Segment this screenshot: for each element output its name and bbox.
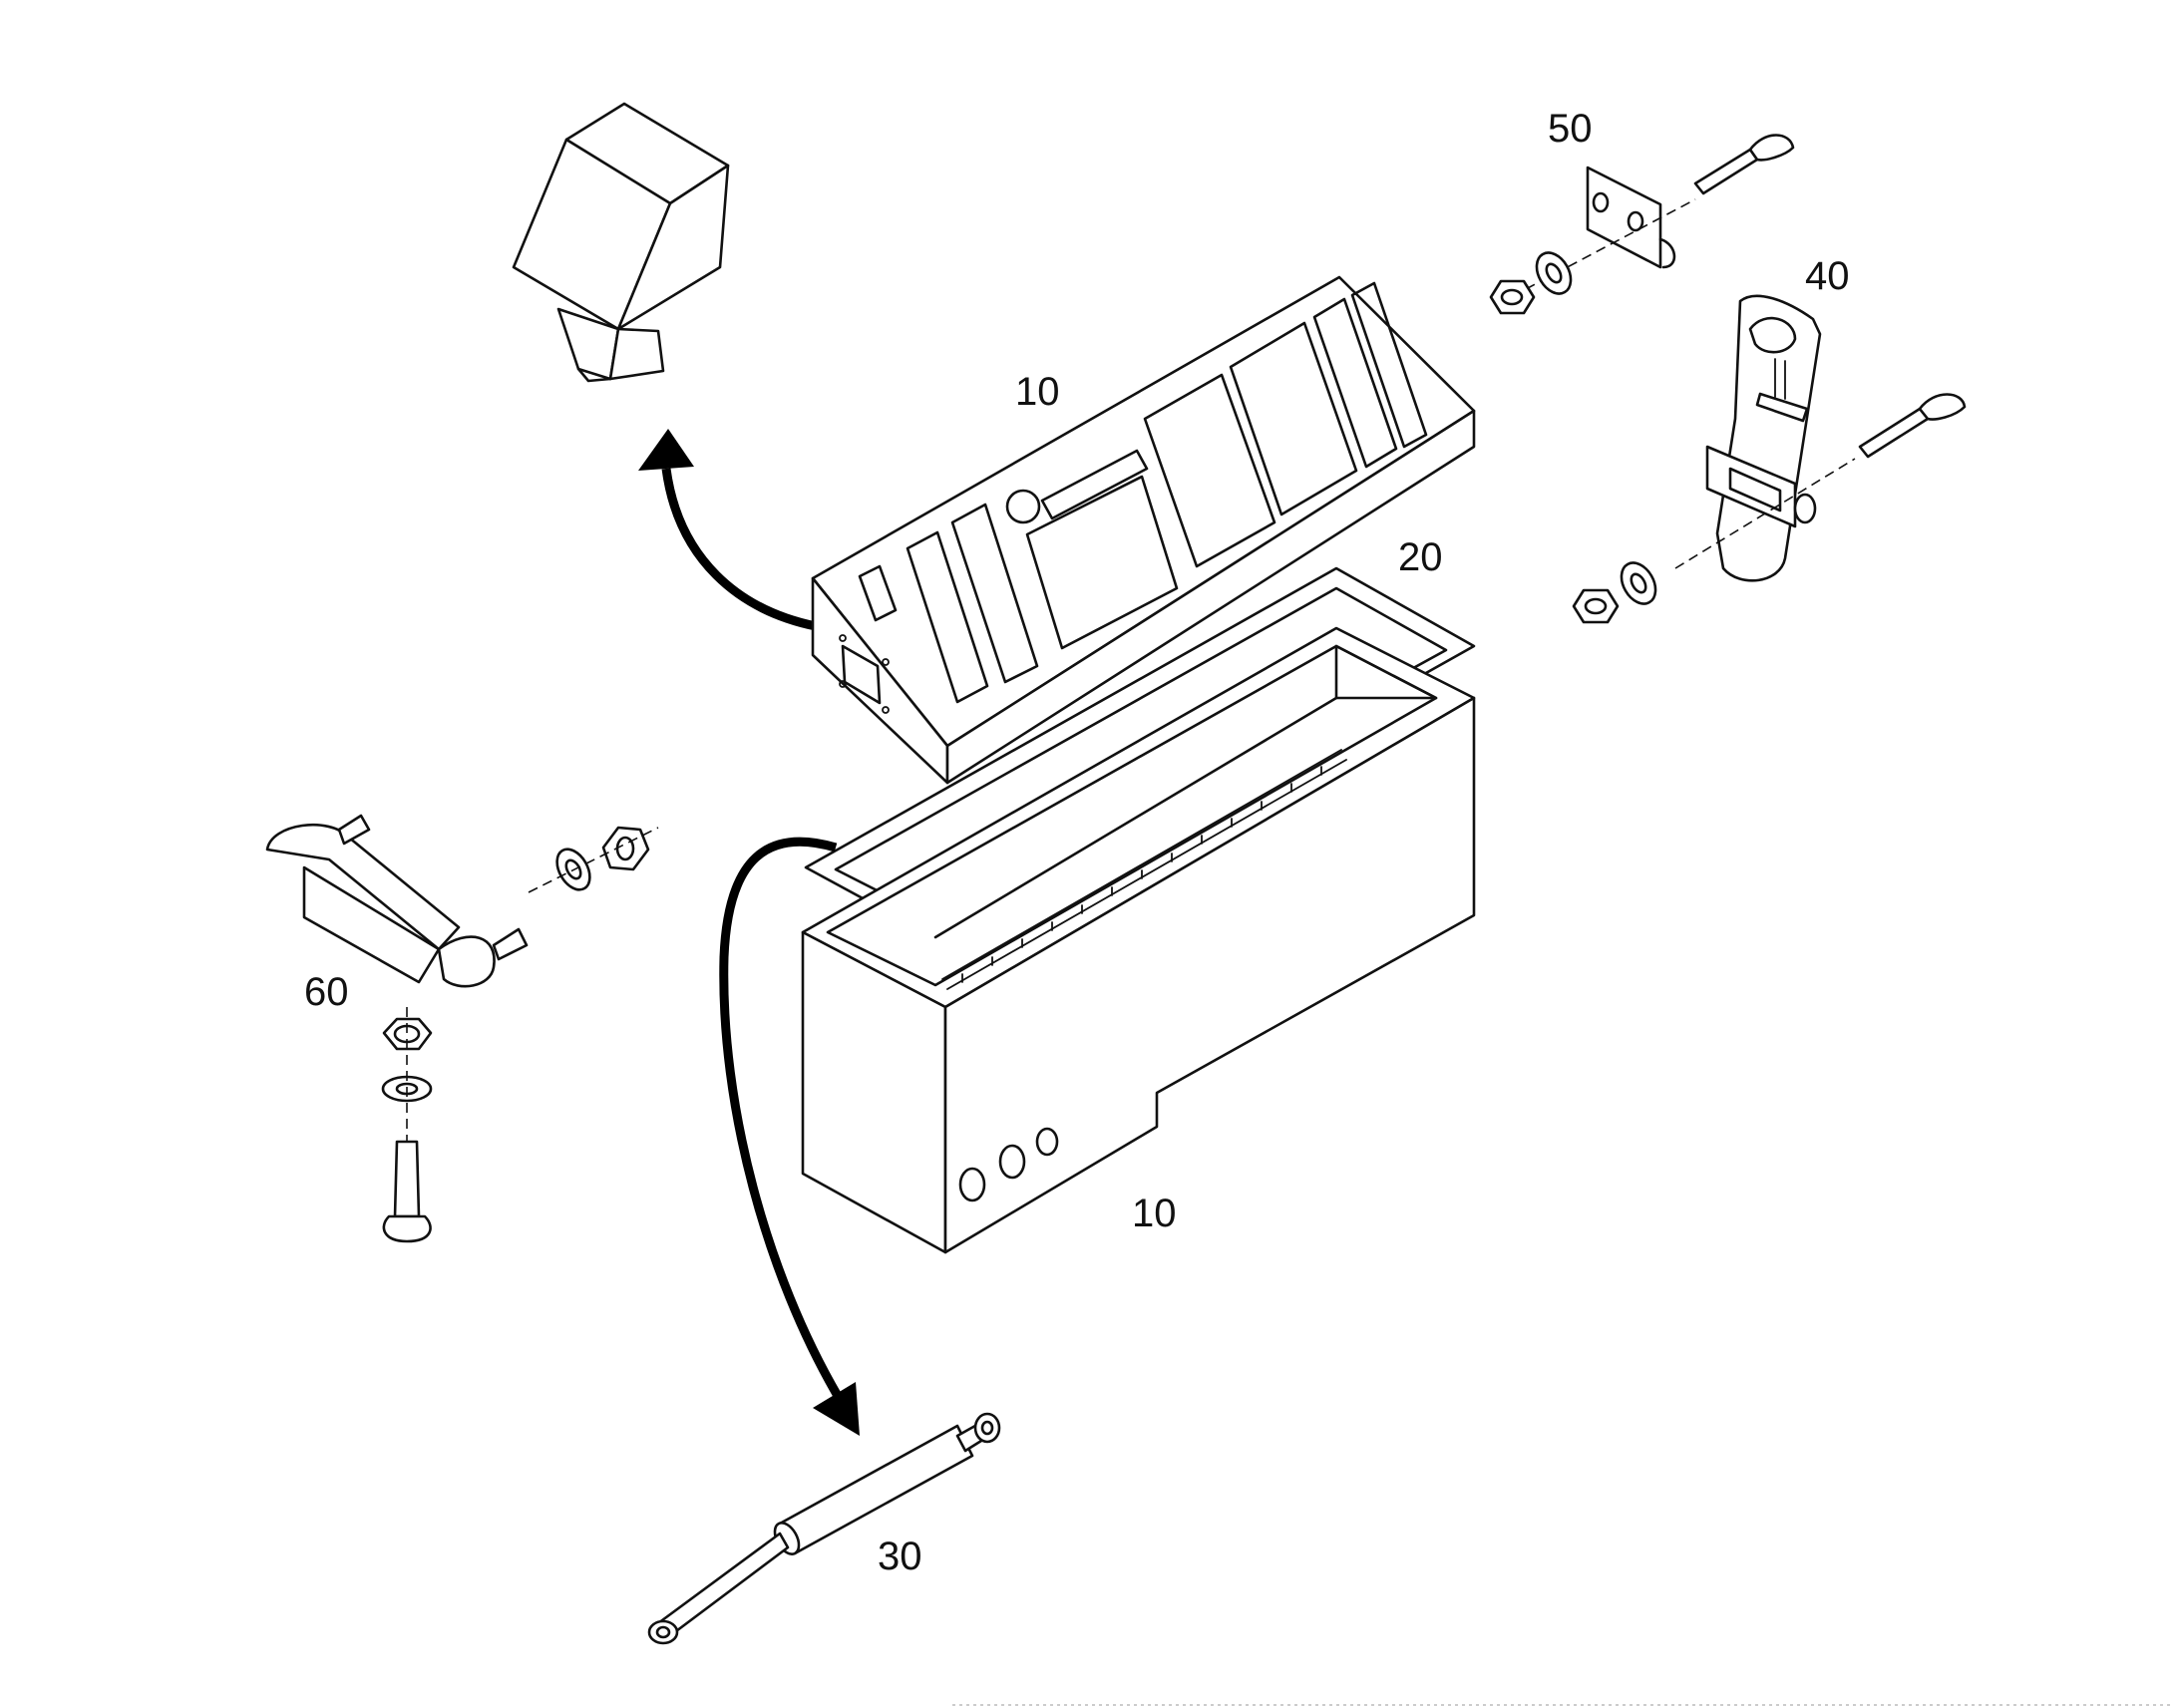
- callout-striker-plate: 50: [1548, 107, 1593, 151]
- console-base-part: [801, 626, 1476, 1254]
- gas-spring-part: [647, 1412, 1001, 1645]
- striker-plate-part: [1489, 134, 1795, 315]
- callout-latch: 40: [1805, 254, 1850, 298]
- mounting-bracket: [512, 102, 730, 383]
- callout-gasket: 20: [1398, 535, 1443, 579]
- callout-hinge: 60: [304, 970, 349, 1014]
- latch-part: [1572, 294, 1967, 624]
- callout-console-top: 10: [1015, 370, 1060, 414]
- lower-curved-arrow: [719, 837, 860, 1436]
- hinge-part: [265, 814, 659, 1243]
- upper-curved-arrow: [638, 429, 817, 631]
- callout-gas-spring: 30: [878, 1535, 922, 1578]
- console-top-part: [811, 275, 1476, 785]
- callout-console-base: 10: [1132, 1192, 1177, 1235]
